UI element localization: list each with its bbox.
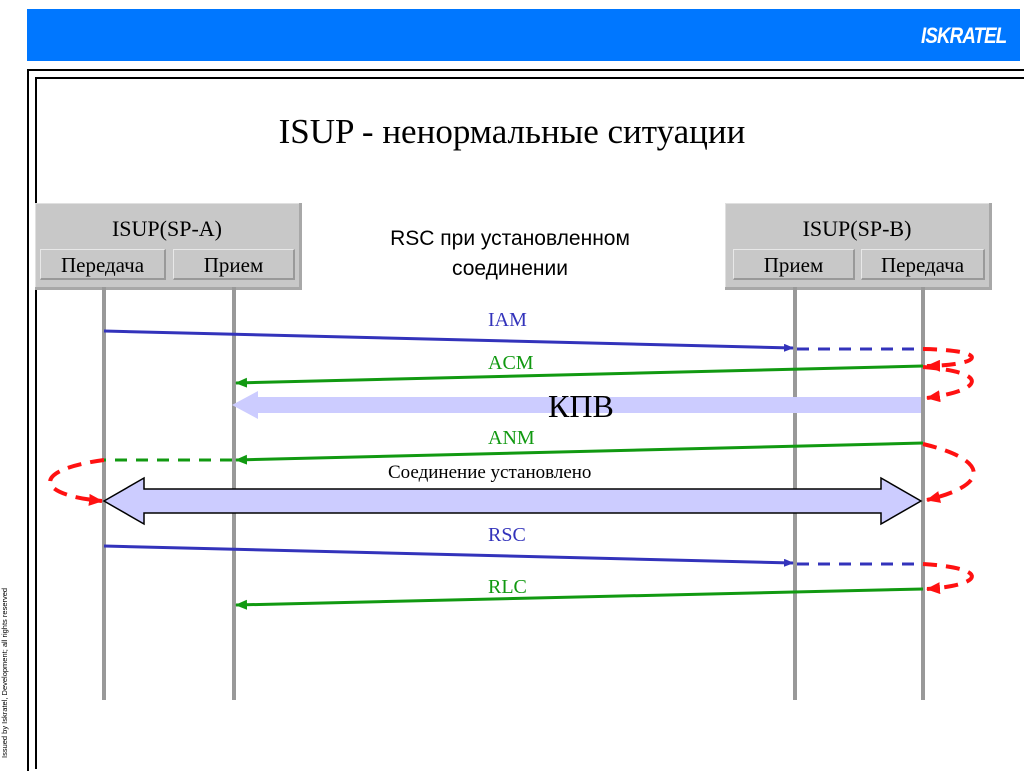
endpoint-a-transmit: Передача [40,249,166,280]
endpoint-a-title: ISUP(SP-A) [111,216,223,241]
endpoint-b-transmit: Передача [861,249,985,280]
anm-loop-b [922,442,976,503]
kpv-band [232,391,921,419]
iam-arrow [103,329,794,352]
iskratel-logo: ISKRATEL [920,23,1007,48]
anm-arrow [235,441,924,465]
anm-loop-a [48,458,105,506]
slide-title: ISUP - ненормальные ситуации [278,112,746,151]
connection-label: Соединение установлено [388,462,592,483]
acm-label: ACM [488,352,534,374]
rlc-arrow [235,587,924,610]
header-bar: ISKRATEL [27,9,1020,61]
slide-frame-outer [27,69,1024,771]
endpoint-b-receive: Прием [733,249,855,280]
connection-double-arrow [102,476,923,526]
scenario-note: RSC при установленном соединении [360,224,680,284]
scenario-line-1: RSC при установленном [390,227,630,250]
acm-loop [922,365,974,403]
slide-frame-inner [35,77,1024,769]
iam-loop [922,347,974,372]
endpoint-b-title: ISUP(SP-B) [802,216,912,241]
iam-label: IAM [488,309,527,331]
scenario-line-2: соединении [452,257,568,280]
endpoint-b-box: ISUP(SP-B) Прием Передача [725,203,992,290]
rsc-loop [922,562,974,595]
rsc-label: RSC [488,524,526,546]
endpoint-a-box: ISUP(SP-A) Передача Прием [35,203,302,290]
acm-arrow [235,364,924,388]
kpv-label: КПВ [548,388,614,424]
rlc-label: RLC [488,576,527,598]
endpoint-a-receive: Прием [173,249,295,280]
anm-label: ANM [488,427,535,449]
rsc-arrow [103,544,794,567]
